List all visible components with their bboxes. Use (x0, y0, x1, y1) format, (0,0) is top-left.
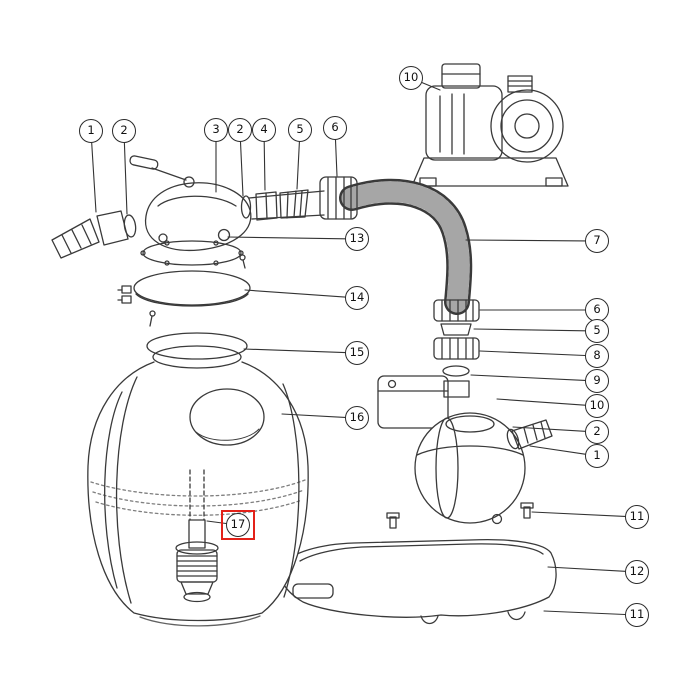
corrugated-hose-icon (339, 178, 473, 315)
leader-line (239, 141, 244, 197)
leader-line (479, 350, 586, 357)
multiport-valve (51, 155, 358, 266)
leader-line (473, 328, 586, 332)
leader-line (227, 236, 346, 240)
leader-line (512, 426, 586, 432)
pump-assembly (377, 375, 553, 525)
callout-10[interactable]: 10 (585, 394, 609, 418)
callout-16[interactable]: 16 (345, 406, 369, 430)
leader-line (296, 141, 300, 190)
leader-line (334, 139, 338, 177)
callout-1[interactable]: 1 (585, 444, 609, 468)
callout-11[interactable]: 11 (625, 505, 649, 529)
leader-line (281, 413, 346, 418)
leader-line (543, 610, 626, 616)
clamp-ring (117, 254, 251, 327)
leader-line (470, 374, 586, 381)
callout-12[interactable]: 12 (625, 560, 649, 584)
pump-base (280, 502, 557, 625)
callout-9[interactable]: 9 (585, 369, 609, 393)
leader-line (531, 511, 626, 517)
callout-2[interactable]: 2 (112, 119, 136, 143)
callout-8[interactable]: 8 (585, 344, 609, 368)
callout-2[interactable]: 2 (228, 118, 252, 142)
callout-4[interactable]: 4 (252, 118, 276, 142)
callout-6[interactable]: 6 (323, 116, 347, 140)
callout-17[interactable]: 17 (226, 513, 250, 537)
leader-line (263, 141, 266, 191)
leader-line (529, 445, 586, 455)
leader-line (243, 348, 346, 354)
leader-line (91, 142, 97, 213)
leader-line (421, 82, 441, 91)
callout-7[interactable]: 7 (585, 229, 609, 253)
callout-2[interactable]: 2 (585, 420, 609, 444)
leader-line (123, 142, 128, 215)
callout-15[interactable]: 15 (345, 341, 369, 365)
leader-line (244, 289, 346, 298)
union-fittings-stack (433, 299, 480, 398)
leader-line (496, 398, 586, 406)
leader-lines (91, 82, 626, 616)
callout-5[interactable]: 5 (288, 118, 312, 142)
callout-1[interactable]: 1 (79, 119, 103, 143)
callout-14[interactable]: 14 (345, 286, 369, 310)
callout-11[interactable]: 11 (625, 603, 649, 627)
callout-13[interactable]: 13 (345, 227, 369, 251)
leader-line (547, 566, 626, 572)
leader-line (465, 239, 586, 242)
callout-10[interactable]: 10 (399, 66, 423, 90)
pump-exploded-top (411, 63, 569, 187)
callout-3[interactable]: 3 (204, 118, 228, 142)
callout-5[interactable]: 5 (585, 319, 609, 343)
callout-6[interactable]: 6 (585, 298, 609, 322)
filter-tank (87, 332, 309, 627)
